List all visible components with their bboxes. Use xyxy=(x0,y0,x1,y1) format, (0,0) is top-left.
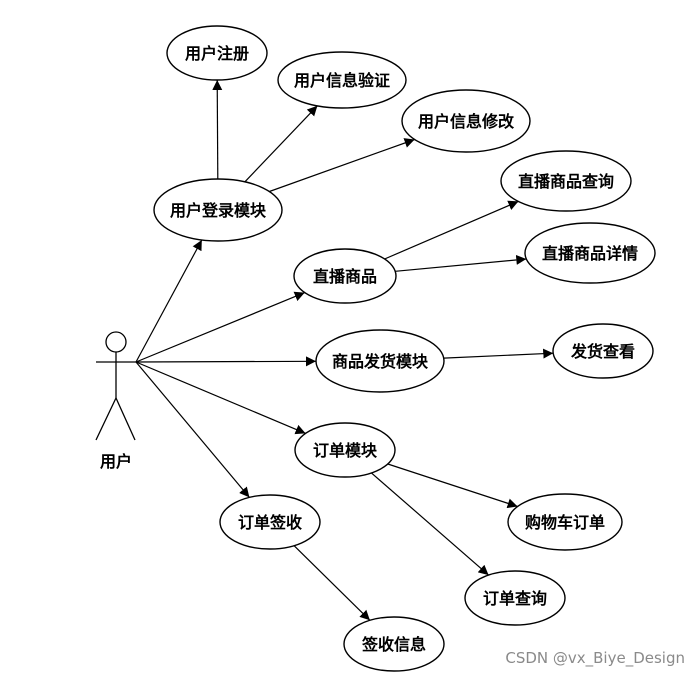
usecase-cart-order-label: 购物车订单 xyxy=(525,513,605,532)
usecase-order-query: 订单查询 xyxy=(464,570,566,626)
arrow-login-to-verify xyxy=(244,105,318,183)
usecase-ship-view-label: 发货查看 xyxy=(570,342,635,361)
usecase-ship-view: 发货查看 xyxy=(552,323,654,379)
usecase-login-label: 用户登录模块 xyxy=(170,201,267,220)
usecase-login: 用户登录模块 xyxy=(153,178,283,242)
arrow-live-goods-to-live-detail xyxy=(395,254,527,272)
actor-label: 用户 xyxy=(100,452,132,471)
usecase-cart-order: 购物车订单 xyxy=(507,493,623,551)
usecase-verify-label: 用户信息验证 xyxy=(294,71,390,90)
usecase-live-query: 直播商品查询 xyxy=(500,150,632,212)
arrow-login-to-modify xyxy=(269,138,415,193)
arrow-live-goods-to-live-query xyxy=(384,200,519,260)
watermark-text: CSDN @vx_Biye_Design xyxy=(505,649,685,668)
actor-user: 用户 xyxy=(95,331,136,471)
arrow-shipping-to-ship-view xyxy=(443,348,554,359)
arrow-actor-to-login xyxy=(135,239,203,363)
relation-lines xyxy=(135,79,554,621)
actor-left-leg xyxy=(95,397,117,441)
usecase-order-query-label: 订单查询 xyxy=(483,589,547,608)
usecase-register-label: 用户注册 xyxy=(185,44,249,63)
usecase-shipping-label: 商品发货模块 xyxy=(332,352,429,371)
usecase-live-detail-label: 直播商品详情 xyxy=(542,244,638,263)
arrow-actor-to-shipping xyxy=(135,356,317,367)
arrow-order-to-order-query xyxy=(371,472,489,576)
arrow-actor-to-live-goods xyxy=(135,291,305,363)
usecase-live-goods-label: 直播商品 xyxy=(313,267,377,286)
usecase-sign-label: 订单签收 xyxy=(238,513,302,532)
usecase-modify-label: 用户信息修改 xyxy=(418,112,515,131)
usecase-modify: 用户信息修改 xyxy=(401,89,531,153)
usecase-live-query-label: 直播商品查询 xyxy=(518,172,614,191)
actor-right-leg xyxy=(115,397,136,441)
arrow-actor-to-sign xyxy=(135,361,250,498)
usecase-live-goods: 直播商品 xyxy=(293,248,397,304)
usecase-sign-info: 签收信息 xyxy=(343,616,445,672)
arrow-order-to-cart-order xyxy=(387,463,518,509)
usecase-shipping: 商品发货模块 xyxy=(315,329,445,393)
usecase-order: 订单模块 xyxy=(294,422,396,478)
arrow-login-to-register xyxy=(212,79,223,180)
usecase-live-detail: 直播商品详情 xyxy=(524,222,656,284)
usecase-sign: 订单签收 xyxy=(219,494,321,550)
arrow-sign-to-sign-info xyxy=(293,545,371,621)
usecase-sign-info-label: 签收信息 xyxy=(361,635,426,654)
usecase-register: 用户注册 xyxy=(166,25,268,81)
arrow-actor-to-order xyxy=(135,361,306,435)
usecase-verify: 用户信息验证 xyxy=(277,51,407,109)
actor-head xyxy=(105,331,127,353)
usecase-order-label: 订单模块 xyxy=(313,441,378,460)
